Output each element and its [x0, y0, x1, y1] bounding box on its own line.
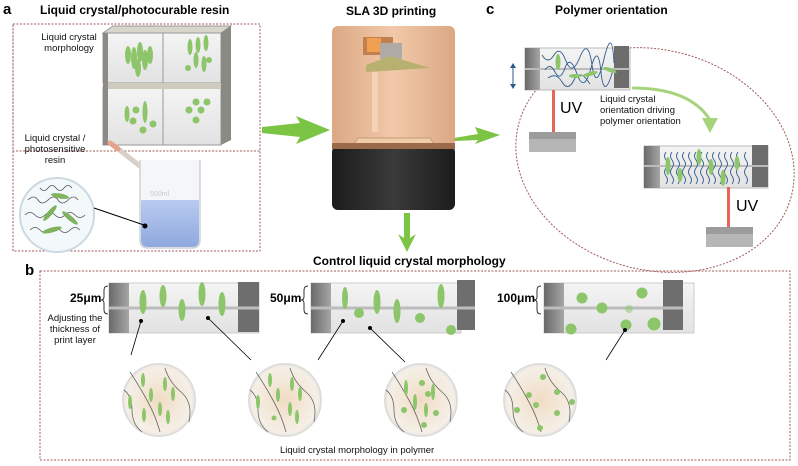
arrow-printer-down — [398, 213, 416, 252]
arrow-a-to-printer — [262, 116, 330, 144]
resin-label: Liquid crystal / photosensitive resin — [24, 133, 86, 166]
resin-zoom-circle — [19, 177, 148, 253]
uv-beam-1 — [552, 90, 555, 140]
beaker-label: 500ml — [150, 191, 170, 198]
uv-label-1: UV — [560, 100, 583, 117]
adjust-thickness-label: Adjusting the thickness of print layer — [47, 313, 103, 346]
curved-arrow — [631, 86, 712, 121]
arrow-printer-to-c — [454, 127, 500, 144]
uv-beam-2 — [727, 187, 730, 232]
sla-title: SLA 3D printing — [346, 4, 437, 18]
thickness-label-25: 25μm — [70, 291, 102, 305]
sla-printer-icon — [332, 26, 455, 210]
panel-c-title: Polymer orientation — [555, 3, 668, 17]
layer-box-100um — [543, 280, 695, 361]
zoom-circle-1 — [122, 363, 196, 437]
zoom-circle-4 — [503, 363, 577, 437]
disordered-polymer-box — [510, 42, 631, 91]
panel-letter-b: b — [25, 262, 35, 279]
morphology-in-polymer-label: Liquid crystal morphology in polymer — [280, 445, 435, 456]
beaker-icon: 500ml — [139, 160, 201, 249]
driving-label: Liquid crystal orientation driving polym… — [600, 94, 681, 127]
zoom-circle-3 — [384, 363, 458, 437]
panel-b-border — [39, 270, 791, 461]
panel-letter-a: a — [3, 1, 12, 18]
morphology-label: Liquid crystal morphology — [41, 32, 97, 54]
layer-box-50um — [310, 280, 475, 363]
control-morphology-label: Control liquid crystal morphology — [313, 254, 506, 268]
lc-cube-grid — [101, 25, 233, 146]
thickness-label-50: 50μm — [270, 291, 302, 305]
thickness-label-100: 100μm — [497, 291, 536, 305]
panel-c-border — [515, 47, 795, 273]
zoom-circle-2 — [248, 363, 322, 437]
panel-letter-c: c — [486, 1, 495, 18]
layer-box-25um — [108, 282, 260, 361]
oriented-polymer-box — [643, 145, 769, 189]
panel-a-border-full — [12, 23, 261, 252]
panel-a-title: Liquid crystal/photocurable resin — [40, 3, 230, 17]
uv-label-2: UV — [736, 198, 759, 215]
